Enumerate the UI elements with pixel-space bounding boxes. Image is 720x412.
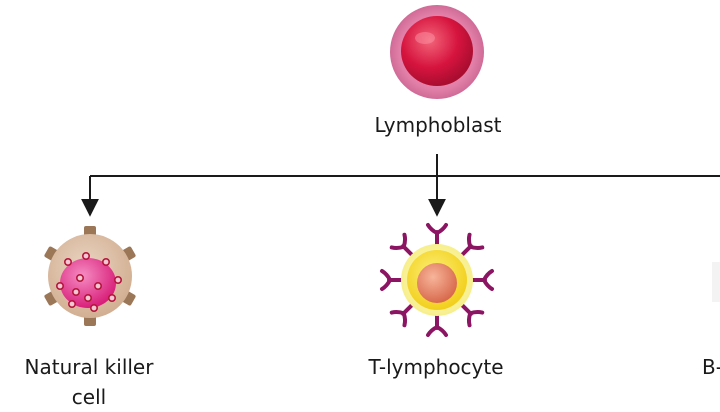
t-receptors [380,223,494,337]
t-lymphocyte-cell [380,223,494,337]
natural-killer-cell-label-line2: cell [71,385,107,409]
nk-granules [55,252,123,312]
natural-killer-cell-label-line1: Natural killer [24,355,154,379]
b-cell-edge-hint [712,262,720,302]
b-cell-label-partial: B- [702,355,720,379]
lymphoblast-label: Lymphoblast [374,113,502,137]
t-nucleus [417,263,457,303]
nk-nucleus [60,258,116,308]
lymphoblast-nucleus [401,16,473,86]
connector-lines [81,154,720,217]
b-cell-partial [712,262,720,302]
natural-killer-cell-label: Natural killer cell [0,352,178,412]
lymphoblast-cell [390,5,484,99]
natural-killer-cell [44,226,136,326]
lymphoblast-highlight [415,32,435,44]
t-lymphocyte-label: T-lymphocyte [368,355,504,379]
